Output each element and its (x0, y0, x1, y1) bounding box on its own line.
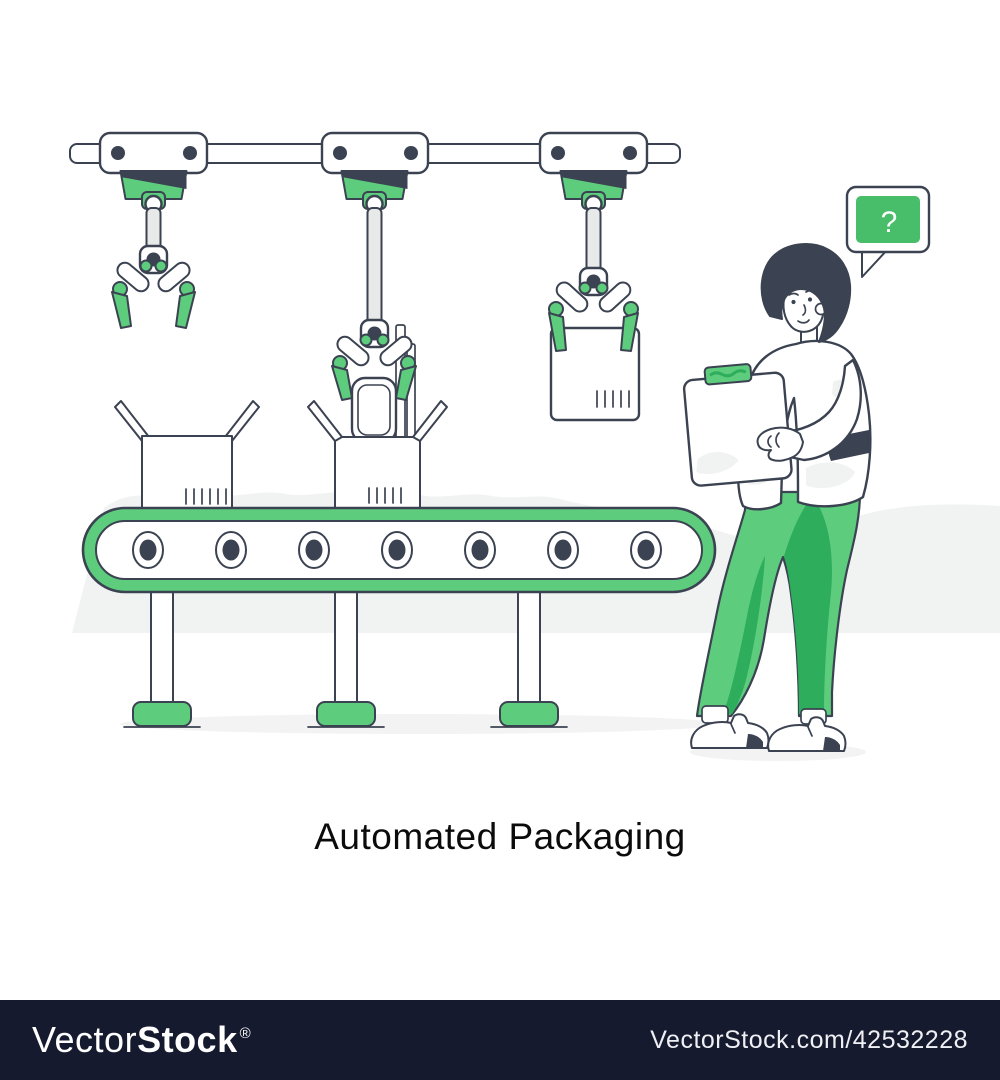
machine-ground-shadow (120, 714, 720, 734)
clipboard (682, 363, 793, 487)
conveyor-leg (150, 589, 174, 707)
conveyor-foot (499, 701, 559, 727)
watermark-url: VectorStock.com/42532228 (650, 1025, 968, 1054)
pants-shade-right (784, 496, 832, 714)
hand (756, 426, 804, 462)
jacket-shading (806, 462, 855, 489)
conveyor-belt (81, 506, 717, 594)
robotic-arm-3 (548, 170, 641, 422)
arm-bracket-shade (120, 171, 187, 189)
watermark-footer-bar: VectorStock® VectorStock.com/42532228 (0, 1000, 1000, 1080)
speech-bubble-screen (856, 196, 920, 243)
box-body (141, 435, 233, 512)
rail-bolts (111, 146, 637, 160)
robotic-arm-2 (331, 170, 417, 401)
barcode-marks (368, 487, 402, 504)
overhead-rail (69, 131, 681, 175)
package-box-2 (307, 324, 448, 512)
conveyor-foot (132, 701, 192, 727)
illustration-title: Automated Packaging (314, 816, 686, 857)
gripper-claw-icon (111, 259, 196, 329)
hair (760, 243, 852, 343)
arm-bracket-shade (341, 171, 408, 189)
conveyor-foot (316, 701, 376, 727)
person-inspector (682, 243, 872, 752)
gripper-claw-icon (548, 281, 639, 317)
arm-shaft (366, 207, 383, 327)
gripper-claw-icon (331, 333, 417, 401)
speech-bubble: ? (845, 185, 931, 278)
belt-rollers (132, 531, 662, 569)
logo-suffix: Stock (137, 1019, 238, 1060)
gripper-finger (548, 312, 567, 352)
packed-item-inner (357, 384, 391, 436)
conveyor-leg (517, 589, 541, 707)
box-body (549, 326, 641, 422)
barcode-marks (185, 488, 227, 505)
logo-prefix: Vector (32, 1019, 138, 1060)
sneaker-left (690, 713, 770, 749)
vectorstock-logo: VectorStock® (32, 1019, 251, 1061)
robotic-arm-1 (111, 170, 196, 329)
pants-shade-left (723, 556, 765, 714)
box-flap (412, 400, 448, 442)
conveyor-legs (123, 589, 568, 728)
clip-detail (709, 369, 747, 378)
gripper-finger (620, 312, 639, 352)
clipboard-shading (696, 452, 739, 475)
sock (701, 705, 729, 724)
barcode-marks (596, 390, 630, 408)
arm-bracket-shade (560, 171, 627, 189)
box-flap (307, 400, 343, 442)
sneaker-right (767, 716, 847, 752)
arm-shaft (585, 207, 602, 275)
package-box-1 (114, 400, 260, 512)
conveyor-leg (334, 589, 358, 707)
registered-mark-icon: ® (239, 1025, 252, 1042)
question-mark-icon: ? (881, 206, 898, 239)
package-box-3 (549, 326, 641, 422)
